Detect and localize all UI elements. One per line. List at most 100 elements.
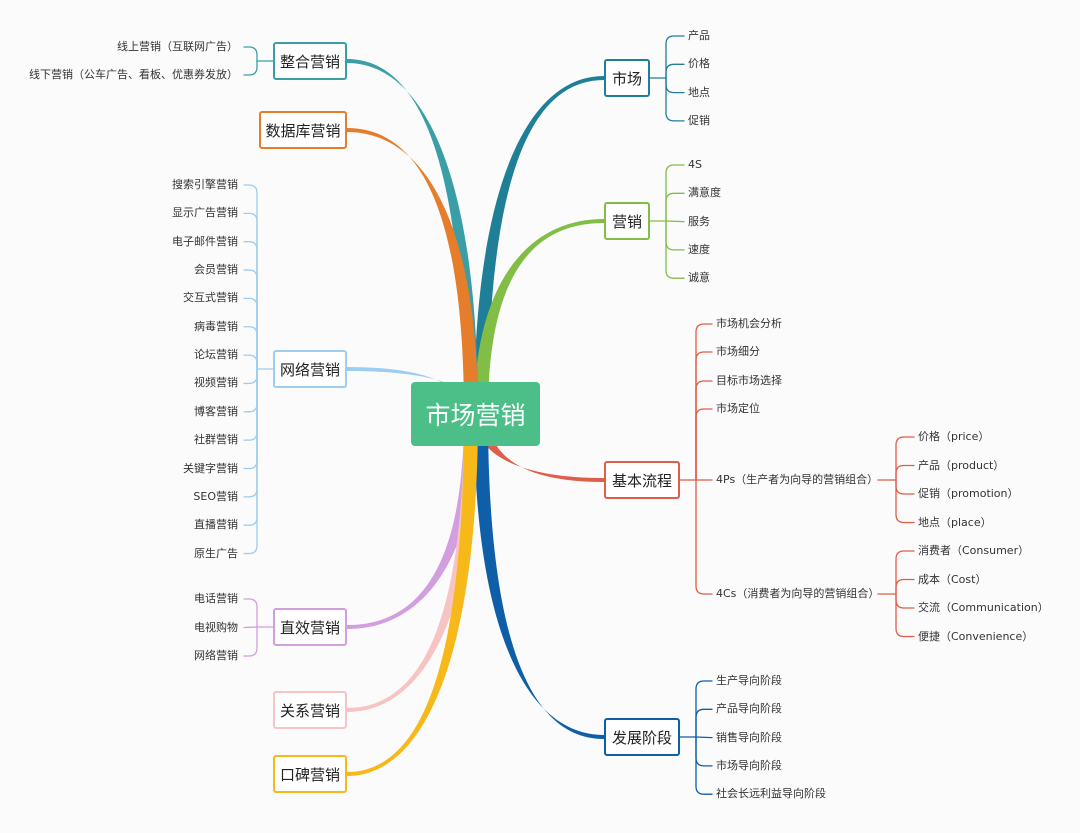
bracket-arm bbox=[243, 368, 258, 498]
leaf-network[interactable]: 会员营销 bbox=[194, 263, 238, 277]
branch-stage[interactable]: 发展阶段 bbox=[604, 718, 680, 756]
bracket-arm bbox=[695, 380, 713, 481]
leaf-process[interactable]: 市场细分 bbox=[716, 345, 760, 358]
bracket-arm bbox=[695, 736, 713, 767]
leaf-process[interactable]: 4Ps（生产者为向导的营销组合） bbox=[716, 473, 879, 486]
leaf-network[interactable]: 直播营销 bbox=[194, 518, 238, 532]
leaf-direct[interactable]: 电话营销 bbox=[194, 592, 238, 605]
leaf-network[interactable]: 社群营销 bbox=[194, 433, 238, 447]
leaf-process[interactable]: 市场机会分析 bbox=[716, 317, 782, 330]
leaf-integrated[interactable]: 线上营销（互联网广告） bbox=[117, 40, 238, 53]
leaf-process-sub[interactable]: 价格（price） bbox=[918, 430, 990, 443]
leaf-process-sub[interactable]: 消费者（Consumer） bbox=[918, 544, 1030, 557]
bracket-arm bbox=[243, 626, 258, 657]
leaf-yingxiao[interactable]: 速度 bbox=[688, 242, 710, 256]
branch-process[interactable]: 基本流程 bbox=[604, 461, 680, 499]
bracket-arm bbox=[695, 323, 713, 481]
branch-direct[interactable]: 直效营销 bbox=[273, 608, 347, 646]
leaf-process-sub[interactable]: 促销（promotion） bbox=[918, 487, 1019, 500]
branch-network[interactable]: 网络营销 bbox=[273, 350, 347, 388]
leaf-process[interactable]: 市场定位 bbox=[716, 402, 760, 415]
bracket-arm bbox=[665, 220, 685, 251]
bracket-arm bbox=[695, 680, 713, 738]
bracket-arm bbox=[895, 464, 915, 481]
bracket-arm bbox=[243, 184, 258, 370]
bracket-arm bbox=[243, 297, 258, 370]
leaf-network[interactable]: 电子邮件营销 bbox=[172, 234, 238, 248]
bracket-arm bbox=[665, 35, 685, 79]
bracket-arm bbox=[695, 351, 713, 481]
bracket-arm bbox=[243, 326, 258, 370]
bracket-arm bbox=[895, 479, 915, 524]
leaf-network[interactable]: 视频营销 bbox=[194, 376, 238, 390]
leaf-process-sub[interactable]: 便捷（Convenience） bbox=[918, 629, 1034, 643]
bracket-arm bbox=[243, 368, 258, 555]
leaf-network[interactable]: SEO营销 bbox=[193, 489, 238, 503]
bracket-arm bbox=[243, 368, 258, 526]
bracket-arm bbox=[243, 241, 258, 370]
leaf-network[interactable]: 交互式营销 bbox=[183, 291, 238, 305]
leaf-process[interactable]: 4Cs（消费者为向导的营销组合） bbox=[716, 587, 880, 600]
leaf-stage[interactable]: 市场导向阶段 bbox=[716, 758, 782, 772]
leaf-network[interactable]: 原生广告 bbox=[194, 546, 238, 560]
branch-relation[interactable]: 关系营销 bbox=[273, 691, 347, 729]
leaf-yingxiao[interactable]: 服务 bbox=[688, 214, 710, 228]
bracket-arm bbox=[895, 479, 915, 495]
bracket-arm bbox=[895, 593, 915, 638]
bracket-arm bbox=[243, 626, 258, 629]
bracket-arm bbox=[665, 164, 685, 222]
leaf-stage[interactable]: 生产导向阶段 bbox=[716, 674, 782, 687]
branch-ribbon-integrated bbox=[347, 59, 478, 414]
leaf-process-sub[interactable]: 交流（Communication） bbox=[918, 601, 1049, 614]
branch-database[interactable]: 数据库营销 bbox=[259, 111, 347, 149]
leaf-process[interactable]: 目标市场选择 bbox=[716, 374, 782, 387]
bracket-arm bbox=[695, 736, 713, 739]
bracket-arm bbox=[243, 368, 258, 441]
leaf-network[interactable]: 关键字营销 bbox=[183, 461, 238, 475]
leaf-market[interactable]: 产品 bbox=[688, 29, 710, 42]
bracket-arm bbox=[243, 368, 258, 385]
leaf-process-sub[interactable]: 成本（Cost） bbox=[918, 572, 987, 586]
branch-ribbon-stage bbox=[474, 414, 604, 739]
leaf-stage[interactable]: 社会长远利益导向阶段 bbox=[716, 787, 826, 801]
leaf-market[interactable]: 地点 bbox=[688, 85, 710, 99]
bracket-arm bbox=[895, 578, 915, 595]
bracket-arm bbox=[895, 550, 915, 595]
leaf-direct[interactable]: 电视购物 bbox=[194, 620, 238, 634]
bracket-arm bbox=[665, 63, 685, 79]
branch-ribbon-market bbox=[474, 76, 604, 414]
leaf-integrated[interactable]: 线下营销（公车广告、看板、优惠券发放） bbox=[29, 68, 238, 81]
leaf-network[interactable]: 病毒营销 bbox=[194, 319, 238, 333]
leaf-direct[interactable]: 网络营销 bbox=[194, 649, 238, 662]
bracket-arm bbox=[895, 593, 915, 609]
branch-market[interactable]: 市场 bbox=[604, 59, 650, 97]
branch-yingxiao[interactable]: 营销 bbox=[604, 202, 650, 240]
bracket-arm bbox=[665, 192, 685, 222]
bracket-arm bbox=[665, 220, 685, 279]
leaf-market[interactable]: 促销 bbox=[688, 113, 710, 127]
leaf-process-sub[interactable]: 地点（place） bbox=[918, 515, 992, 529]
root-node[interactable]: 市场营销 bbox=[411, 382, 540, 446]
leaf-yingxiao[interactable]: 诚意 bbox=[688, 271, 710, 285]
leaf-network[interactable]: 显示广告营销 bbox=[172, 206, 238, 220]
branch-wom[interactable]: 口碑营销 bbox=[273, 755, 347, 793]
bracket-arm bbox=[243, 598, 258, 628]
bracket-arm bbox=[895, 436, 915, 481]
bracket-arm bbox=[695, 408, 713, 481]
bracket-arm bbox=[665, 77, 685, 94]
bracket-arm bbox=[665, 77, 685, 122]
leaf-network[interactable]: 论坛营销 bbox=[194, 348, 238, 362]
leaf-stage[interactable]: 销售导向阶段 bbox=[716, 730, 782, 744]
leaf-network[interactable]: 博客营销 bbox=[194, 404, 238, 418]
leaf-process-sub[interactable]: 产品（product） bbox=[918, 458, 1005, 472]
leaf-yingxiao[interactable]: 4S bbox=[688, 158, 702, 171]
leaf-stage[interactable]: 产品导向阶段 bbox=[716, 702, 782, 716]
branch-integrated[interactable]: 整合营销 bbox=[273, 42, 347, 80]
leaf-yingxiao[interactable]: 满意度 bbox=[688, 186, 721, 200]
bracket-arm bbox=[695, 708, 713, 738]
bracket-arm bbox=[665, 220, 685, 223]
leaf-network[interactable]: 搜索引擎营销 bbox=[172, 178, 238, 191]
leaf-market[interactable]: 价格 bbox=[688, 57, 710, 71]
